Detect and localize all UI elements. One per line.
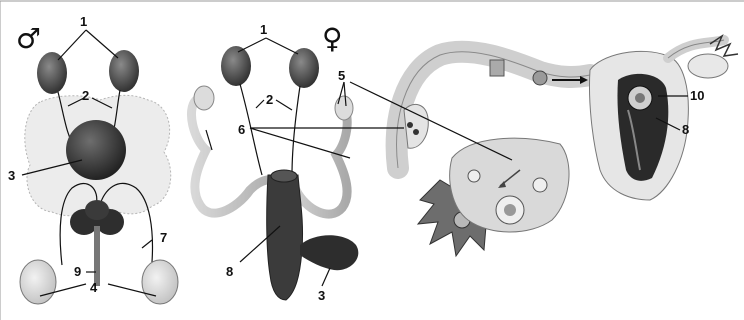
left-ovary bbox=[194, 86, 214, 110]
follicle-small bbox=[533, 178, 547, 192]
label-1-female: 1 bbox=[260, 22, 267, 37]
label-6: 6 bbox=[238, 122, 245, 137]
label-8-uterus: 8 bbox=[682, 122, 689, 137]
right-ovary bbox=[335, 96, 353, 120]
follicle-tiny bbox=[468, 170, 480, 182]
cervix-top bbox=[271, 170, 297, 182]
label-10: 10 bbox=[690, 88, 704, 103]
male-system-panel bbox=[20, 50, 178, 304]
label-9: 9 bbox=[74, 264, 81, 279]
tube-segment bbox=[490, 60, 504, 76]
label-8-female: 8 bbox=[226, 264, 233, 279]
left-kidney bbox=[37, 52, 67, 94]
urethra bbox=[94, 226, 100, 286]
uterus bbox=[267, 175, 303, 300]
right-ovary-section bbox=[688, 54, 728, 78]
label-3-male: 3 bbox=[8, 168, 15, 183]
label-7: 7 bbox=[160, 230, 167, 245]
label-2-female: 2 bbox=[266, 92, 273, 107]
egg-cell bbox=[504, 204, 516, 216]
label-2-male: 2 bbox=[82, 88, 89, 103]
female-symbol: ♀ bbox=[322, 22, 343, 55]
label-3-female: 3 bbox=[318, 288, 325, 303]
bladder-2 bbox=[300, 235, 358, 270]
label-4: 4 bbox=[90, 280, 98, 295]
left-kidney-2 bbox=[221, 46, 251, 86]
uterus-section-panel bbox=[397, 36, 738, 256]
right-kidney bbox=[109, 50, 139, 92]
right-testis bbox=[142, 260, 178, 304]
female-system-panel bbox=[191, 46, 358, 300]
right-kidney-2 bbox=[289, 48, 319, 88]
left-testis bbox=[20, 260, 56, 304]
male-symbol: ♂ bbox=[16, 22, 41, 55]
egg-in-tube bbox=[533, 71, 547, 85]
bladder bbox=[66, 120, 126, 180]
label-5: 5 bbox=[338, 68, 345, 83]
label-1-male: 1 bbox=[80, 14, 87, 29]
prostate-center bbox=[85, 200, 109, 220]
